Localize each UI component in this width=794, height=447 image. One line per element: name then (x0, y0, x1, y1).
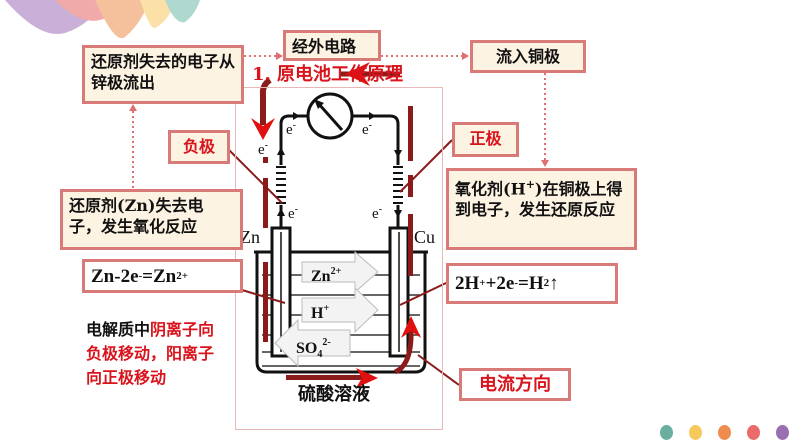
current-path-bars (263, 106, 413, 380)
solution-label: 硫酸溶液 (298, 383, 371, 404)
current-direction-arrowheads (251, 62, 421, 388)
cu-label: Cu (414, 227, 435, 247)
h-reduction-box: 氧化剂(H+)在铜极上得到电子，发生还原反应 (446, 168, 637, 250)
eq-text: ↑ (549, 273, 559, 294)
zn-label: Zn (240, 227, 260, 247)
diagram-frame (235, 87, 443, 430)
eq-text: +2e (485, 273, 515, 294)
current-direction-box: 电流方向 (459, 368, 571, 401)
so4-ion-label: SO42- (296, 337, 331, 360)
h-ion-arrow (301, 286, 379, 334)
eq-text: =Zn (142, 265, 177, 287)
eq-text: Zn-2e (91, 265, 139, 287)
zn-ion-arrow (301, 250, 379, 294)
h-ion-label: H+ (311, 303, 329, 322)
h-reduction-sup: + (525, 178, 535, 191)
electron-flow-arrowheads (277, 112, 402, 218)
copper-electrode (388, 226, 410, 358)
so4-ion-arrow (274, 318, 351, 368)
slide-title: 1. 原电池工作原理 (252, 64, 404, 85)
ion-migration-note: 电解质中阴离子向负极移动，阳离子向正极移动 (86, 318, 226, 390)
wave-decoration (5, 0, 200, 39)
nav-dot (747, 425, 760, 440)
negative-electrode-box: 负极 (168, 130, 230, 164)
eq-sup: 2+ (176, 269, 189, 282)
eq-sub: 2 (543, 277, 550, 289)
dotted-connectors (132, 55, 546, 188)
external-circuit-box: 经外电路 (283, 30, 381, 61)
positive-electrode-box: 正极 (452, 122, 519, 157)
eq-sup: + (479, 277, 486, 289)
electrons-from-zinc-box: 还原剂失去的电子从锌极流出 (82, 45, 244, 104)
flow-into-copper-box: 流入铜极 (470, 40, 586, 73)
note-highlight: 阴离子向负极移动，阳离子向正极移动 (86, 320, 215, 387)
electron-label: e- (286, 120, 296, 138)
coil-right (393, 166, 403, 204)
coil-left (276, 166, 286, 204)
zn-oxidation-box: 还原剂(Zn)失去电子，发生氧化反应 (60, 189, 243, 250)
galvanometer-icon (306, 92, 354, 140)
note-text: 电解质中 (86, 320, 151, 339)
leader-lines (228, 139, 460, 386)
current-path-right-curve (393, 329, 414, 375)
electron-label: e- (362, 120, 372, 138)
electron-label: e- (372, 204, 382, 222)
dotted-arrowheads (129, 52, 549, 167)
eq-text: 2H (455, 273, 480, 294)
zinc-electrode (270, 226, 292, 358)
electron-label: e- (258, 140, 268, 158)
zn-ion-label: Zn2+ (311, 266, 342, 285)
h-reduction-text: 氧化剂(H (455, 179, 526, 199)
nav-dot (689, 425, 702, 440)
eq-sup: - (514, 277, 518, 289)
electron-label: e- (288, 204, 298, 222)
h-reduction-text: )在铜极上得到电子，发生还原反应 (455, 179, 623, 220)
eq-text: =H (518, 273, 544, 294)
nav-dot (776, 425, 789, 440)
nav-dot (660, 425, 673, 440)
nav-dot (718, 425, 731, 440)
eq-sup: - (138, 269, 143, 282)
